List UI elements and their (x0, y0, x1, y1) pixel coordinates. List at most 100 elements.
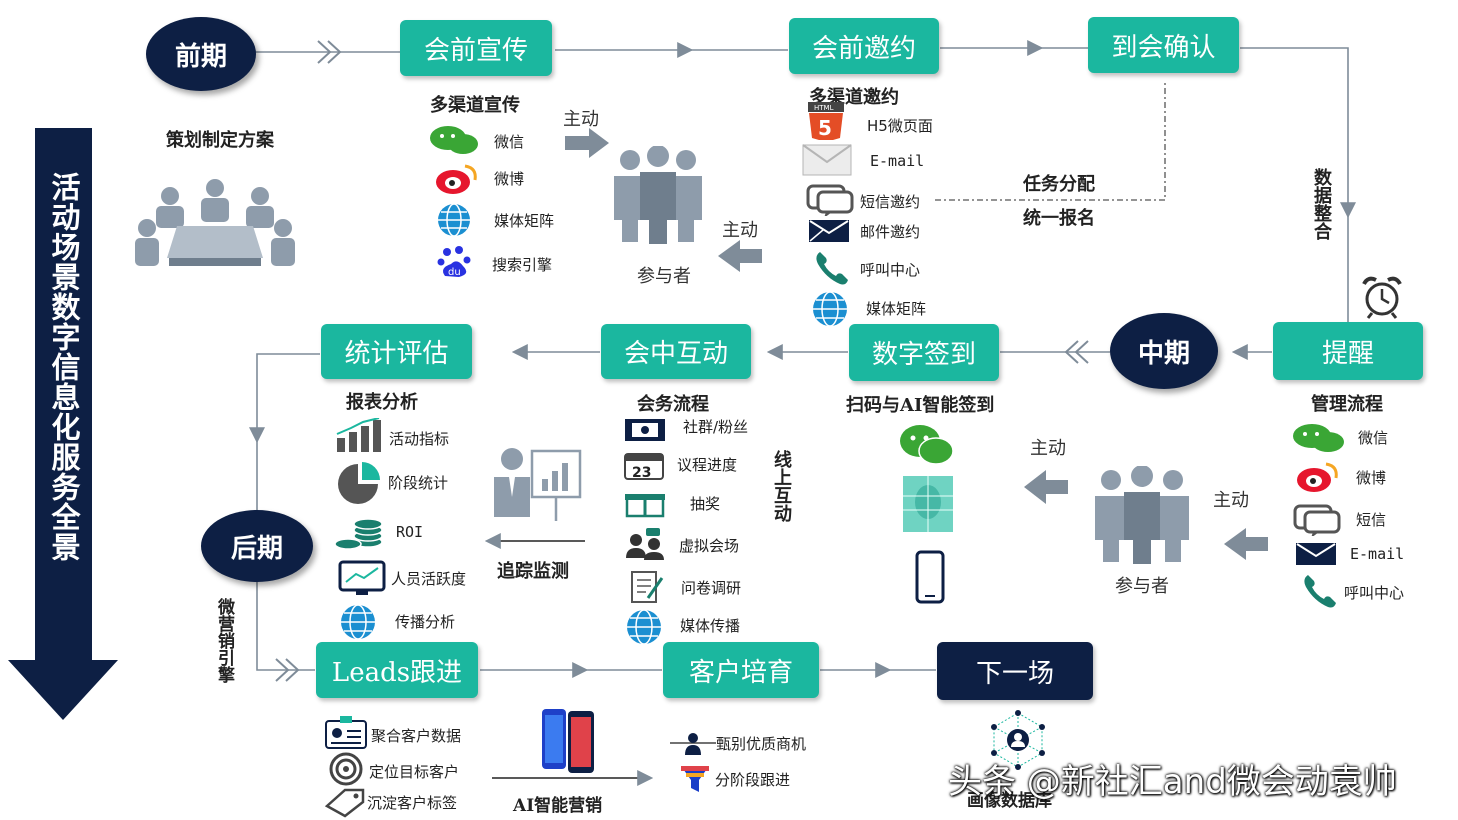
gift-icon (625, 494, 665, 518)
report-item-metrics: 活动指标 (389, 430, 450, 448)
weibo-icon (1297, 462, 1338, 492)
invite-item-mail: 邮件邀约 (860, 223, 921, 241)
calendar-icon: 23 (624, 453, 664, 480)
promo-active-label-2: 主动 (722, 220, 758, 241)
nurture-item-stage: 分阶段跟进 (715, 771, 791, 789)
network-user-icon (991, 710, 1045, 770)
promo-item-search: 搜索引擎 (492, 256, 553, 274)
stage-leads: Leads跟进 (316, 642, 478, 698)
leads-item-target: 定位目标客户 (369, 763, 460, 781)
phase-early: 前期 (146, 17, 256, 91)
micro-engine-label: 微营销引擎 (214, 598, 234, 683)
phone-icon (816, 252, 848, 285)
wechat-icon (430, 126, 478, 154)
manage-item-sms: 短信 (1356, 511, 1387, 529)
face-scan-icon (903, 476, 953, 532)
wechat-icon (900, 425, 954, 465)
promo-active-label: 主动 (563, 109, 599, 130)
calendar-number: 23 (632, 465, 651, 480)
nurture-item-identify: 甄别优质商机 (716, 735, 807, 753)
html5-icon: HTML 5 (808, 102, 844, 140)
down-arrow-icon (8, 128, 118, 720)
stage-confirm: 到会确认 (1088, 17, 1239, 73)
report-item-stages: 阶段统计 (388, 474, 449, 492)
participants-icon (1095, 466, 1189, 564)
portrait-label: 画像数据库 (967, 791, 1052, 811)
left-arrow-icon (718, 240, 762, 272)
virtual-venue-icon (626, 528, 664, 560)
manage-item-weibo: 微博 (1356, 469, 1387, 487)
wechat-icon (1293, 424, 1344, 452)
invite-item-email: E-mail (870, 152, 925, 170)
manage-item-email: E-mail (1350, 545, 1405, 563)
svg-text:du: du (448, 267, 461, 278)
stage-nurture: 客户培育 (663, 642, 819, 698)
coins-icon (334, 518, 383, 550)
participants-label: 参与者 (637, 266, 691, 287)
weibo-icon (436, 164, 477, 194)
meeting-item-virtual: 虚拟会场 (679, 537, 740, 555)
left-arrow-icon (1024, 470, 1068, 504)
promo-item-wechat: 微信 (494, 133, 525, 151)
promo-item-media: 媒体矩阵 (494, 212, 555, 230)
manage-active-label-2: 主动 (1030, 438, 1066, 459)
promo-item-weibo: 微博 (494, 170, 525, 188)
manage-item-call: 呼叫中心 (1344, 584, 1405, 602)
mobile-phone-icon (915, 550, 945, 604)
meeting-item-media: 媒体传播 (680, 617, 741, 635)
phone-icon (1304, 575, 1336, 608)
stage-pre-invite: 会前邀约 (789, 18, 939, 74)
globe-icon (813, 291, 847, 327)
community-icon (625, 419, 665, 441)
envelope-icon (1296, 543, 1336, 565)
side-banner: 活动场景数字信息化服务全景 (8, 128, 118, 720)
presenter-icon (494, 448, 582, 521)
tag-icon (325, 788, 365, 818)
stage-stats: 统计评估 (321, 324, 472, 379)
watermark: 头条 @新社汇and微会动袁帅 (948, 762, 1397, 802)
task-line2: 统一报名 (1023, 208, 1095, 229)
meeting-item-survey: 问卷调研 (681, 579, 742, 597)
invite-item-call: 呼叫中心 (860, 261, 921, 279)
meeting-item-community: 社群/粉丝 (683, 418, 749, 436)
baidu-icon: du (437, 246, 471, 278)
stage-remind: 提醒 (1273, 322, 1423, 380)
survey-icon (631, 571, 664, 603)
manage-participants-label: 参与者 (1115, 576, 1169, 597)
report-item-spread: 传播分析 (395, 613, 456, 631)
data-merge-label: 数据整合 (1311, 168, 1332, 240)
meeting-item-lottery: 抽奖 (690, 495, 721, 513)
stage-interact: 会中互动 (601, 324, 751, 379)
phase-mid: 中期 (1110, 313, 1218, 389)
sms-icon (1293, 504, 1341, 536)
email-icon (802, 144, 852, 176)
left-arrow-icon (1224, 528, 1268, 560)
smartphone-icon (542, 709, 594, 773)
globe-icon (627, 609, 661, 645)
bar-chart-icon (336, 418, 381, 452)
ai-marketing-label: AI智能营销 (513, 796, 603, 816)
globe-icon (341, 604, 375, 640)
invite-item-h5: H5微页面 (867, 117, 933, 135)
manage-active-label: 主动 (1213, 490, 1249, 511)
leads-item-aggregate: 聚合客户数据 (371, 727, 462, 745)
tracking-label: 追踪监测 (497, 561, 569, 582)
invite-item-sms: 短信邀约 (860, 193, 921, 211)
invite-item-media: 媒体矩阵 (866, 300, 927, 318)
report-item-roi: ROI (396, 523, 424, 541)
meeting-table-icon (135, 179, 295, 266)
svg-text:5: 5 (818, 116, 832, 140)
report-item-activity: 人员活跃度 (391, 570, 467, 588)
manage-heading: 管理流程 (1311, 394, 1383, 415)
side-title: 活动场景数字信息化服务全景 (47, 172, 81, 562)
funnel-icon (681, 766, 709, 792)
globe-icon (438, 203, 470, 237)
sms-icon (806, 184, 854, 216)
leads-item-tag: 沉淀客户标签 (367, 794, 458, 812)
stage-pre-promo: 会前宣传 (400, 20, 552, 76)
pie-chart-icon (338, 462, 380, 504)
planning-label: 策划制定方案 (166, 130, 274, 151)
target-icon (329, 752, 363, 786)
right-arrow-icon (565, 128, 609, 158)
